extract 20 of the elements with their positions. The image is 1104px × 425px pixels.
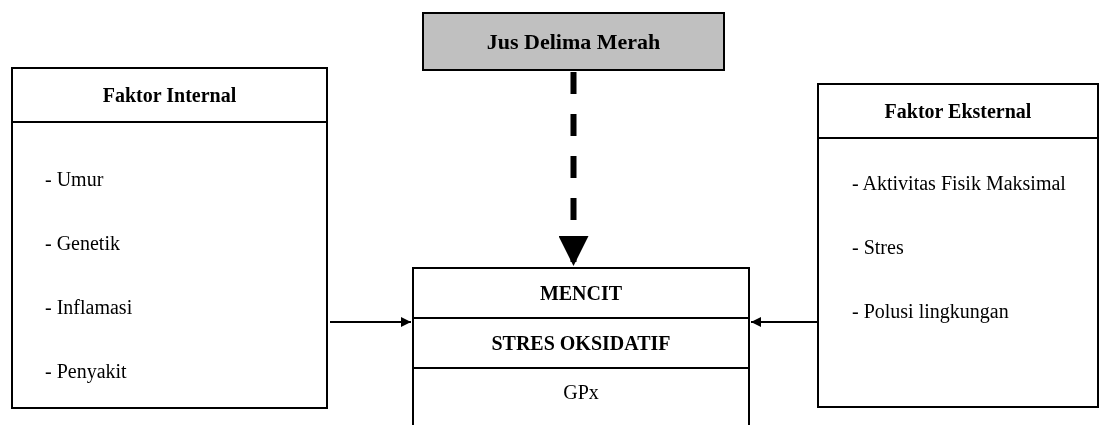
- list-item: - Aktivitas Fisik Maksimal: [852, 171, 1067, 196]
- arrow: [750, 317, 818, 327]
- box-text: GPx: [563, 380, 599, 405]
- list-item: - Genetik: [45, 231, 121, 256]
- list-item: - Penyakit: [45, 359, 128, 385]
- arrow: [558, 72, 589, 266]
- process-box: [412, 267, 750, 425]
- list-item: - Inflamasi: [45, 295, 134, 320]
- factor-box: [817, 83, 1099, 408]
- process-box: [422, 12, 725, 71]
- box-heading: STRES OKSIDATIF: [491, 331, 671, 356]
- arrow: [329, 317, 412, 327]
- box-heading: Faktor Internal: [102, 83, 237, 108]
- box-heading: MENCIT: [539, 281, 623, 306]
- box-heading: Faktor Eksternal: [884, 99, 1032, 124]
- list-item: - Umur: [45, 167, 105, 192]
- list-item: - Polusi lingkungan: [852, 299, 1010, 325]
- factor-box: [11, 67, 328, 409]
- list-item: - Stres: [852, 235, 905, 260]
- box-title: Jus Delima Merah: [486, 28, 661, 56]
